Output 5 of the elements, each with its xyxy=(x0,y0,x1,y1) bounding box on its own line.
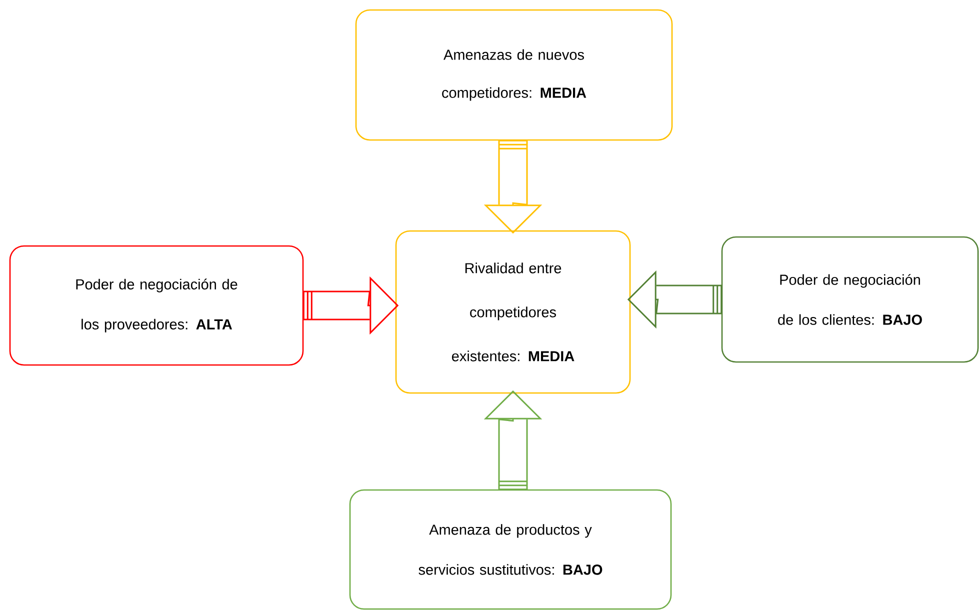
text-box: Amenazas de nuevos competidores: MEDIA xyxy=(355,9,673,141)
text-box: Poder de negociación de los clientes: BAJO xyxy=(721,236,979,363)
text-box: Amenaza de productos y servicios sustitutivos: BAJO xyxy=(349,489,672,610)
text-box: Rivalidad entre competidores existentes: MEDIA xyxy=(395,230,631,394)
text-box: Poder de negociación de los proveedores: ALTA xyxy=(9,245,304,366)
